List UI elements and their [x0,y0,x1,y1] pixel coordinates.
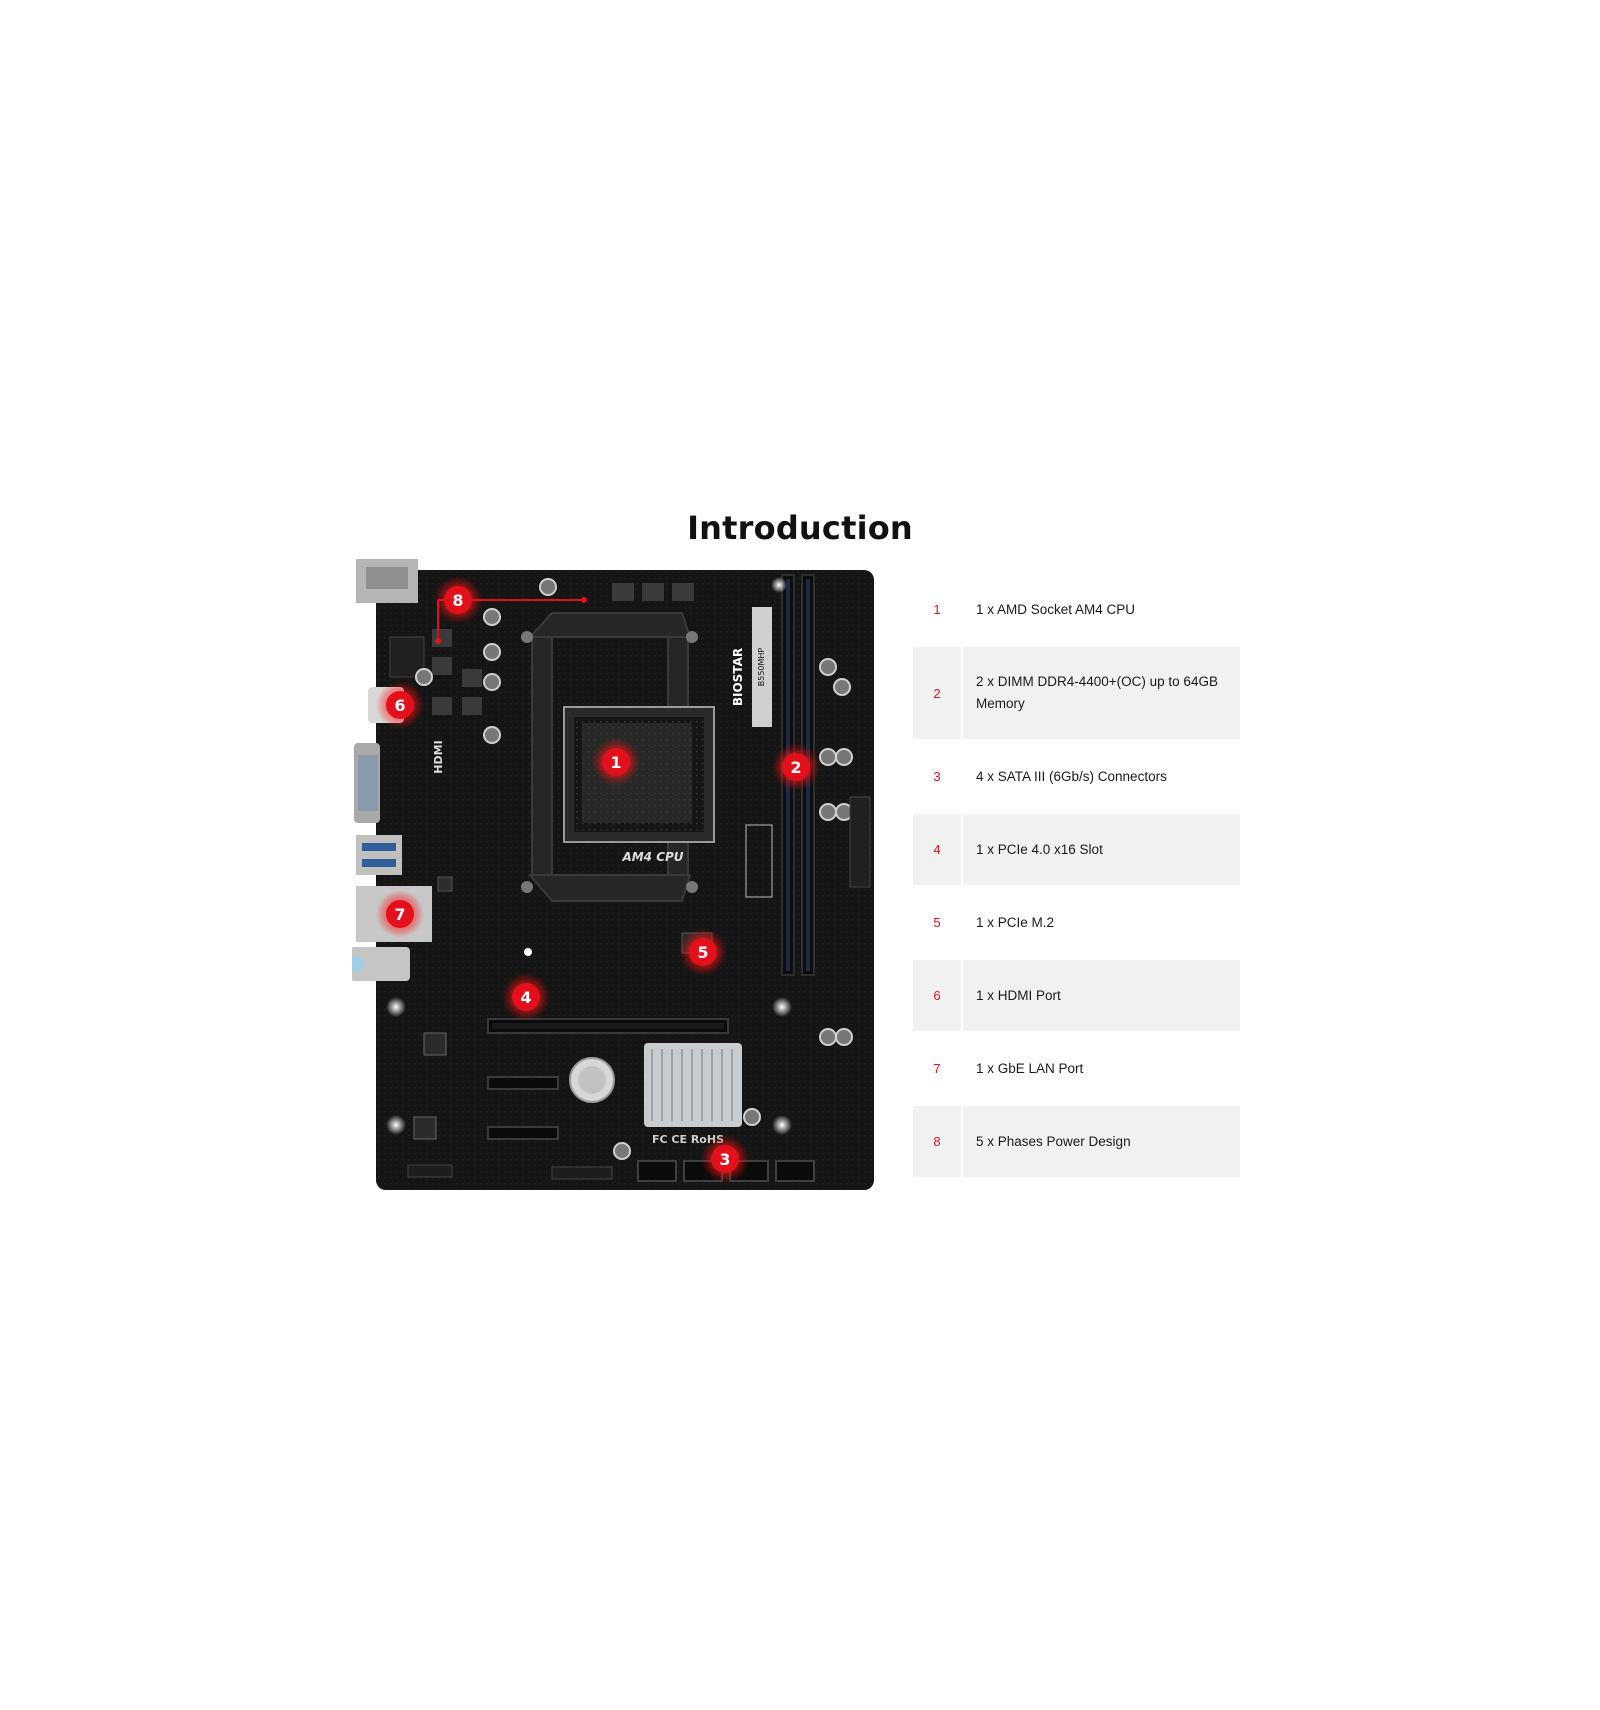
cert-label: FC CE RoHS [652,1133,724,1146]
motherboard-diagram: AM4 CPU BIOSTAR B550MHP [352,559,874,1190]
marker-7: 7 [376,890,424,938]
io-usb3 [356,835,402,875]
marker-1: 1 [592,738,640,786]
io-vga [354,743,380,823]
marker-2: 2 [772,743,820,791]
feature-text: 1 x GbE LAN Port [976,1060,1084,1076]
feature-row-8: 8 5 x Phases Power Design [913,1106,1240,1177]
feature-row-2: 2 2 x DIMM DDR4-4400+(OC) up to 64GB Mem… [913,647,1240,739]
motherboard-image: AM4 CPU BIOSTAR B550MHP [352,557,876,1192]
feature-row-3: 3 4 x SATA III (6Gb/s) Connectors [913,741,1240,812]
feature-number: 3 [913,741,963,812]
marker-3: 3 [701,1135,749,1183]
marker-4: 4 [502,973,550,1021]
feature-number: 4 [913,814,963,885]
io-audio [352,947,410,981]
feature-list: 1 1 x AMD Socket AM4 CPU 2 2 x DIMM DDR4… [913,574,1240,1179]
feature-text: 5 x Phases Power Design [976,1133,1131,1149]
svg-text:5: 5 [697,943,708,962]
svg-text:3: 3 [719,1150,730,1169]
page-title: Introduction [687,509,913,548]
svg-text:8: 8 [452,591,463,610]
feature-number: 5 [913,887,963,958]
socket-label: AM4 CPU [621,850,683,864]
marker-8: 8 [434,576,482,624]
feature-row-4: 4 1 x PCIe 4.0 x16 Slot [913,814,1240,885]
svg-text:6: 6 [394,696,405,715]
feature-text: 1 x PCIe 4.0 x16 Slot [976,841,1103,857]
marker-5: 5 [679,928,727,976]
model-label: B550MHP [757,648,766,687]
feature-row-5: 5 1 x PCIe M.2 [913,887,1240,958]
feature-number: 6 [913,960,963,1031]
feature-text: 1 x HDMI Port [976,987,1061,1003]
feature-text: 1 x AMD Socket AM4 CPU [976,601,1136,617]
hdmi-label: HDMI [432,740,445,773]
feature-text: 1 x PCIe M.2 [976,914,1055,930]
marker-6: 6 [376,681,424,729]
svg-text:1: 1 [610,753,621,772]
feature-number: 1 [913,574,963,645]
feature-row-6: 6 1 x HDMI Port [913,960,1240,1031]
svg-text:4: 4 [520,988,531,1007]
feature-number: 2 [913,647,963,739]
feature-number: 7 [913,1033,963,1104]
svg-text:7: 7 [394,905,405,924]
feature-text: 2 x DIMM DDR4-4400+(OC) up to 64GB Memor… [976,674,1218,711]
feature-text: 4 x SATA III (6Gb/s) Connectors [976,768,1167,784]
svg-text:2: 2 [790,758,801,777]
brand-label: BIOSTAR [731,648,745,706]
feature-number: 8 [913,1106,963,1177]
feature-row-7: 7 1 x GbE LAN Port [913,1033,1240,1104]
feature-row-1: 1 1 x AMD Socket AM4 CPU [913,574,1240,645]
